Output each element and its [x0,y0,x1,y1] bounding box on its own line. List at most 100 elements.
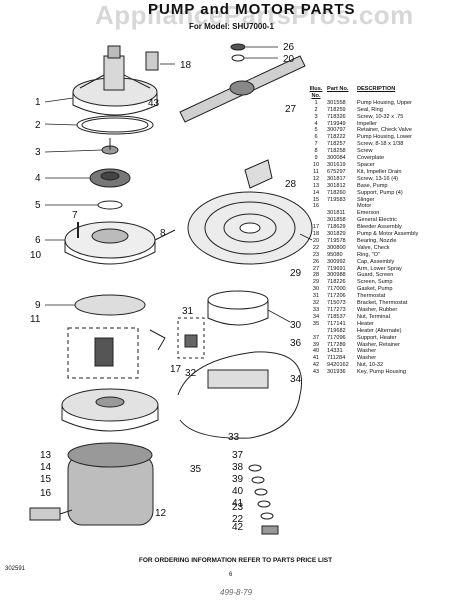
illus-number: 43 [312,369,320,376]
leader-lines [44,46,313,323]
part-description: Thermostat [357,293,386,300]
callout-29: 29 [290,268,302,279]
part-description: Nut, 10-32 [357,362,384,369]
callout-34: 34 [290,374,302,385]
callout-16: 16 [40,488,52,499]
illus-number: 33 [312,307,320,313]
callout-32: 32 [185,368,197,379]
illus-number: 28 [312,272,320,279]
part-number: 718258 [327,148,346,155]
header-part: Part No. [327,86,349,92]
callout-27: 27 [285,104,297,115]
part-description: Impeller [357,120,377,127]
part-description: Spacer [357,161,375,168]
part-number: 301811 [327,210,346,217]
part-number: 14331 [327,348,343,355]
part-number: 719949 [327,120,346,127]
callout-35: 35 [190,464,202,475]
illus-number [307,217,325,224]
illus-number [307,328,325,335]
part-description: Coverplate [357,155,385,162]
part-number: 301817 [327,175,346,182]
part-number: 717289 [327,341,346,348]
part-number: 718326 [327,113,346,120]
part-description: Pump Housing, Upper [357,99,413,106]
illus-number: 37 [312,334,320,341]
callout-42: 42 [232,522,244,533]
callout-4: 4 [35,173,41,184]
key-pump-housing [145,51,159,71]
callout-6: 6 [35,235,41,246]
table-row: 16 Motor [307,203,467,210]
callout-37: 37 [232,450,244,461]
illus-number: 32 [312,300,320,307]
bleeder-assembly [149,329,166,351]
illus-number: 34 [312,313,320,320]
callout-8: 8 [160,228,166,239]
part-number: 718629 [327,224,346,231]
table-row: 301811 Emerson [307,210,467,217]
illus-number: 23 [312,251,320,258]
illus-number: 17 [312,224,320,231]
table-row: 12 301817 Screw, 13-16 (4) [307,176,467,183]
part-number: 719691 [327,265,346,272]
model-label: For Model: SHU7000-1 [189,22,274,31]
part-number: 301936 [327,369,346,376]
illus-number: 26 [312,258,320,265]
pump-housing-lower [64,221,176,265]
callout-15: 15 [40,474,52,485]
illus-number: 41 [312,355,320,362]
document-number: 302591 [5,566,26,572]
callout-31: 31 [182,306,194,317]
illus-number: 7 [314,141,318,148]
part-description: Support, Pump (4) [357,189,403,196]
callout-9: 9 [35,300,41,311]
callout-11: 11 [30,314,41,325]
callout-33: 33 [228,432,240,443]
part-description: Seal, Ring [357,106,383,113]
part-description: Washer [357,348,377,355]
part-description: Motor [357,203,372,210]
table-row: 9 300084 Coverplate [307,155,467,162]
callout-43: 43 [148,98,160,109]
callout-18: 18 [180,60,192,71]
part-number: 718537 [327,313,346,320]
part-description: Nut, Terminal [357,313,390,320]
callout-3: 3 [35,147,41,158]
illus-number: 13 [312,182,320,189]
illus-number: 5 [314,127,318,134]
illus-number: 16 [312,203,320,210]
part-description: Screw, 13-16 (4) [357,175,399,182]
seal-ring [76,115,154,135]
part-description: Emerson [357,210,380,217]
base-pump [61,388,159,432]
part-number: 300084 [327,155,346,162]
callout-7: 7 [72,210,78,221]
illus-number: 12 [312,175,320,182]
part-description: Washer, Rubber [357,307,398,313]
illus-number: 14 [312,189,320,196]
part-number [325,203,357,210]
part-number: 717000 [327,286,346,293]
part-number: 300988 [327,272,346,279]
callout-23: 23 [232,502,244,513]
illus-number: 31 [312,293,320,300]
illus-number: 9 [314,155,318,162]
